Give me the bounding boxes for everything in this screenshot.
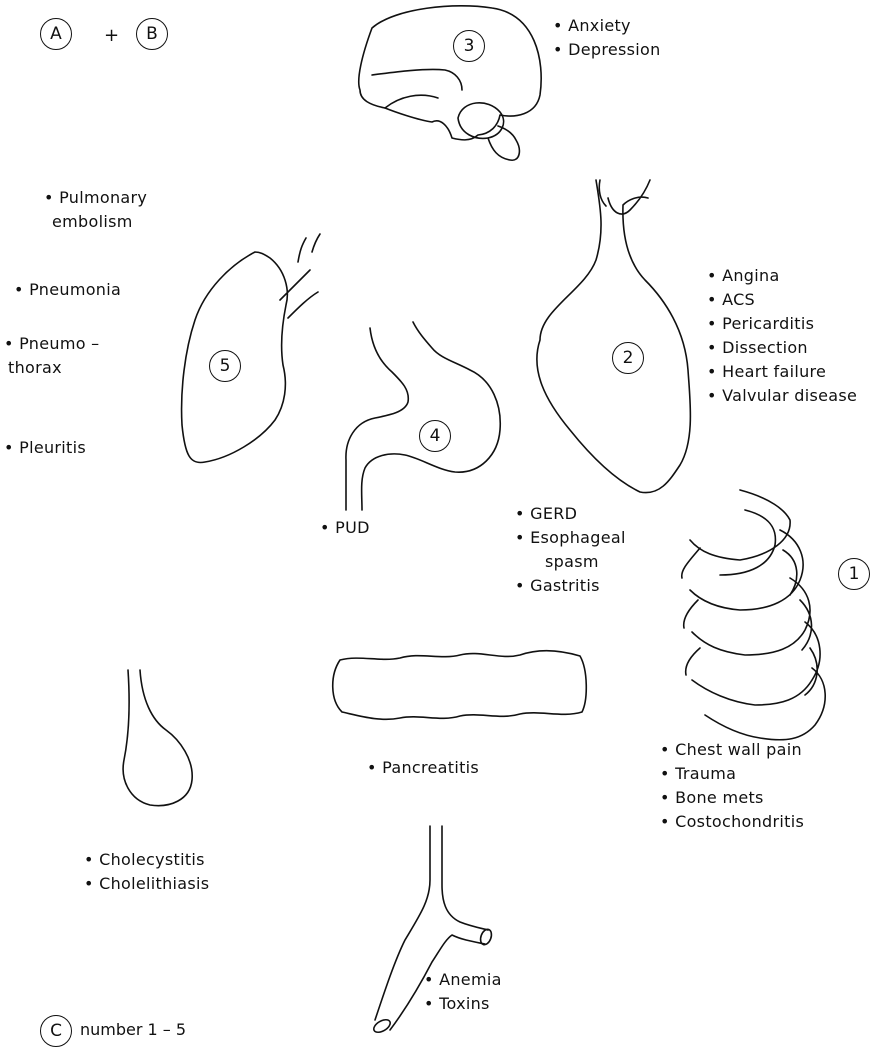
heart-item: • ACS [707,288,857,312]
gallbladder-item: • Cholelithiasis [84,872,209,896]
brain-fold-1 [372,69,462,90]
gallbladder-labels: • Cholecystitis • Cholelithiasis [84,848,209,896]
brainstem-drawing [488,126,519,160]
pancreas-label: • Pancreatitis [367,756,479,780]
stomach-labels: • GERD • Esophageal spasm • Gastritis [515,502,626,598]
heart-labels: • Angina • ACS • Pericarditis • Dissecti… [707,264,857,408]
heart-item: • Dissection [707,336,857,360]
stomach-pud-label: • PUD [320,516,370,540]
aorta-item: • Anemia [424,968,502,992]
ribs-item: • Trauma [660,762,804,786]
legend-c-label: C [50,1021,62,1041]
heart-item: • Angina [707,264,857,288]
legend-c-circle: C [40,1015,72,1047]
gallbladder-item: • Cholecystitis [84,848,209,872]
heart-item: • Pericarditis [707,312,857,336]
gallbladder-drawing [123,670,192,806]
lung-pulmonary-label: • Pulmonary embolism [44,186,147,234]
marker-4: 4 [419,420,451,452]
heart-item: • Heart failure [707,360,857,384]
pancreas-drawing [333,651,587,720]
aorta-item: • Toxins [424,992,502,1016]
brain-item: • Anxiety [553,14,661,38]
stomach-item: • Esophageal [515,526,626,550]
lung-pleuritis-label: • Pleuritis [4,436,86,460]
ribs-labels: • Chest wall pain • Trauma • Bone mets •… [660,738,804,834]
heart-drawing [537,180,691,493]
brain-item: • Depression [553,38,661,62]
ribs-item: • Bone mets [660,786,804,810]
legend-a-circle: A [40,18,72,50]
ribcage-drawing [682,490,825,740]
marker-3: 3 [453,30,485,62]
stomach-item: • Gastritis [515,574,626,598]
vessel-branch-drawing [599,180,606,206]
stomach-item: spasm [515,550,626,574]
legend-a-label: A [50,24,62,44]
lung-pneumothorax-label: • Pneumo – thorax [4,332,99,380]
lung-pneumonia-label: • Pneumonia [14,278,121,302]
marker-2: 2 [612,342,644,374]
vessel-end-right [479,928,494,946]
stomach-drawing [346,322,500,510]
aorta-labels: • Anemia • Toxins [424,968,502,1016]
heart-item: • Valvular disease [707,384,857,408]
cerebellum-drawing [458,103,504,139]
brain-fold-2 [385,95,438,108]
ribs-item: • Costochondritis [660,810,804,834]
ribs-item: • Chest wall pain [660,738,804,762]
legend-c-text: number 1 – 5 [80,1018,186,1042]
stomach-item: • GERD [515,502,626,526]
marker-1: 1 [838,558,870,590]
legend-plus: + [104,24,119,48]
marker-5: 5 [209,350,241,382]
legend-b-circle: B [136,18,168,50]
legend-b-label: B [146,24,158,44]
brain-labels: • Anxiety • Depression [553,14,661,62]
